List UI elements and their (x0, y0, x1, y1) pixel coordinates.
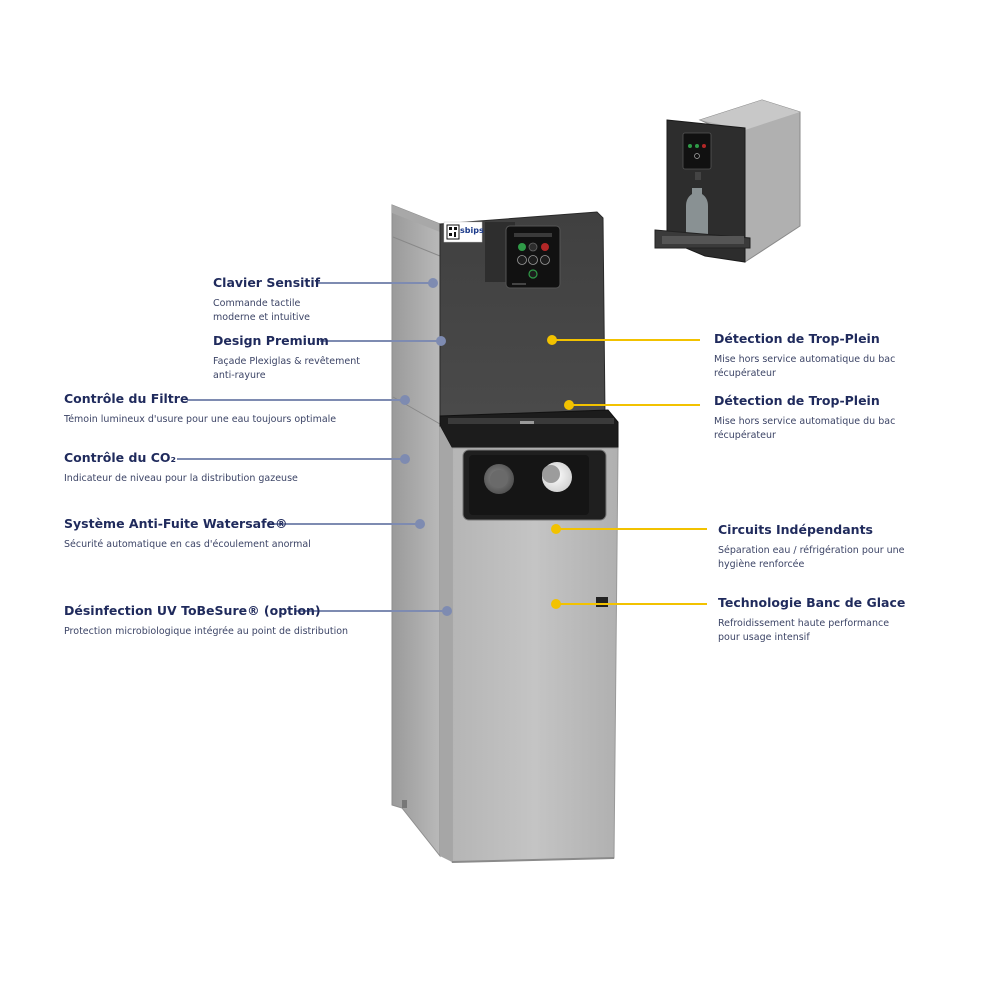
callout-title: Détection de Trop-Plein (714, 331, 880, 346)
drip-tray (439, 409, 619, 449)
callout-desc-line: Séparation eau / réfrigération pour une (718, 545, 905, 556)
callout-title: Technologie Banc de Glace (718, 595, 906, 610)
callout-desc: Indicateur de niveau pour la distributio… (64, 472, 298, 486)
callout-desc: Mise hors service automatique du bac réc… (714, 353, 895, 381)
callout-desc-line: pour usage intensif (718, 632, 810, 643)
callout-desc: Façade Plexiglas & revêtement anti-rayur… (213, 355, 360, 383)
back-panel (439, 211, 606, 417)
right-leaders (552, 339, 707, 605)
callout-title: Design Premium (213, 333, 329, 348)
callout-desc-line: récupérateur (714, 430, 776, 441)
callout-banc-de-glace: Technologie Banc de Glace Refroidissemen… (718, 595, 905, 645)
callout-design-premium: Design Premium Façade Plexiglas & revête… (213, 333, 360, 383)
callout-desc: Sécurité automatique en cas d'écoulement… (64, 538, 311, 552)
callout-desc-line: Mise hors service automatique du bac (714, 354, 896, 365)
callout-title: Contrôle du Filtre (64, 391, 189, 406)
callout-circuits-independants: Circuits Indépendants Séparation eau / r… (718, 522, 905, 572)
callout-title: Système Anti-Fuite Watersafe® (64, 516, 288, 531)
callout-desc: Mise hors service automatique du bac réc… (714, 415, 895, 443)
brand-logo: sbips (460, 226, 484, 235)
callout-desc: Commande tactile moderne et intuitive (213, 297, 320, 325)
callout-controle-co2: Contrôle du CO₂ Indicateur de niveau pou… (64, 450, 298, 486)
right-leader-dots (547, 335, 574, 609)
callout-desc-line: récupérateur (714, 368, 776, 379)
callout-desc-line: Commande tactile (213, 298, 301, 309)
left-leaders (177, 282, 447, 612)
callout-title: Désinfection UV ToBeSure® (option) (64, 603, 321, 618)
callout-desc-line: Refroidissement haute performance (718, 618, 890, 629)
door-latch (596, 597, 608, 607)
callout-title: Clavier Sensitif (213, 275, 321, 290)
callout-title: Circuits Indépendants (718, 522, 873, 537)
callout-desc: Séparation eau / réfrigération pour une … (718, 544, 905, 572)
side-panel (391, 204, 441, 858)
callout-clavier-sensitif: Clavier Sensitif Commande tactile modern… (213, 275, 320, 325)
callout-controle-filtre: Contrôle du Filtre Témoin lumineux d'usu… (64, 391, 336, 427)
callout-trop-plein-1: Détection de Trop-Plein Mise hors servic… (714, 331, 895, 381)
callout-desc: Refroidissement haute performance pour u… (718, 617, 905, 645)
callout-desc: Protection microbiologique intégrée au p… (64, 625, 348, 639)
keypad-icons (512, 233, 552, 285)
callout-title: Contrôle du CO₂ (64, 450, 176, 465)
callout-desc-line: moderne et intuitive (213, 312, 311, 323)
callout-desinfection-uv: Désinfection UV ToBeSure® (option) Prote… (64, 603, 348, 639)
callout-desc-line: Témoin lumineux d'usure pour une eau tou… (64, 414, 337, 425)
qr-code-icon (446, 224, 460, 240)
callout-desc: Témoin lumineux d'usure pour une eau tou… (64, 413, 336, 427)
callout-desc-line: Façade Plexiglas & revêtement (213, 356, 360, 367)
callout-desc-line: Mise hors service automatique du bac (714, 416, 896, 427)
countertop-model-thumbnail (654, 99, 801, 263)
callout-desc-line: anti-rayure (213, 370, 266, 381)
callout-desc-line: Sécurité automatique en cas d'écoulement… (64, 539, 311, 550)
callout-title: Détection de Trop-Plein (714, 393, 880, 408)
callout-trop-plein-2: Détection de Trop-Plein Mise hors servic… (714, 393, 895, 443)
left-leader-dots (400, 278, 452, 616)
callout-anti-fuite: Système Anti-Fuite Watersafe® Sécurité a… (64, 516, 311, 552)
callout-desc-line: Indicateur de niveau pour la distributio… (64, 473, 298, 484)
callout-desc-line: hygiène renforcée (718, 559, 805, 570)
callout-desc-line: Protection microbiologique intégrée au p… (64, 626, 349, 637)
